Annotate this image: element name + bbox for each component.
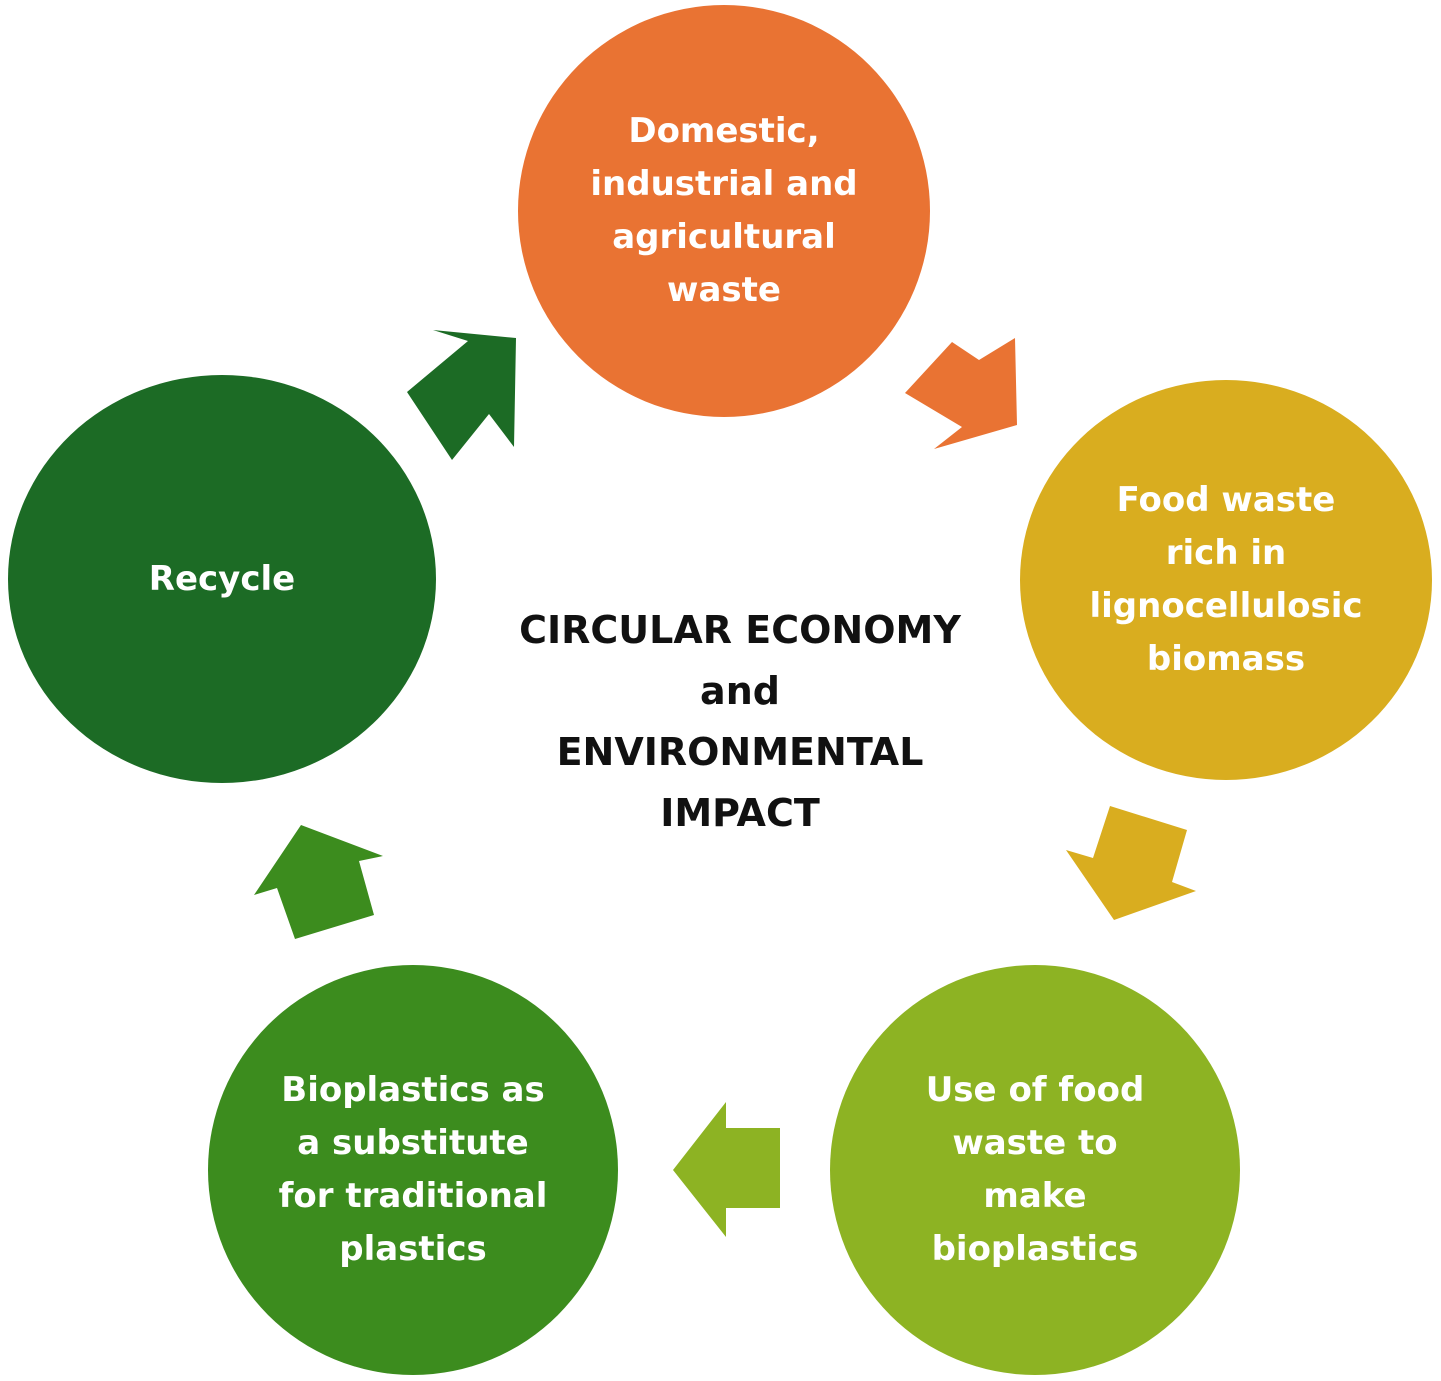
diagram-title: CIRCULAR ECONOMY and ENVIRONMENTAL IMPAC…: [519, 608, 961, 835]
node-bioplastics: Bioplastics as a substitute for traditio…: [208, 965, 618, 1375]
arrow-recycle-to-waste: [407, 330, 516, 460]
node-recycle-label: Recycle: [148, 558, 296, 599]
node-waste-label: Domestic, industrial and agricultural wa…: [590, 111, 858, 310]
node-use-food-waste: Use of food waste to make bioplastics: [830, 965, 1240, 1375]
node-bioplastics-label: Bioplastics as a substitute for traditio…: [278, 1070, 548, 1269]
node-food-waste-label: Food waste rich in lignocellulosic bioma…: [1089, 480, 1363, 679]
arrow-food-waste-to-use: [1066, 806, 1196, 920]
node-recycle: Recycle: [8, 375, 436, 783]
arrow-use-to-bioplastics: [673, 1102, 780, 1237]
node-waste: Domestic, industrial and agricultural wa…: [518, 5, 930, 417]
arrow-waste-to-food-waste: [905, 338, 1017, 449]
arrow-bioplastics-to-recycle: [254, 825, 383, 939]
node-food-waste: Food waste rich in lignocellulosic bioma…: [1020, 380, 1432, 780]
node-use-food-waste-label: Use of food waste to make bioplastics: [925, 1070, 1145, 1269]
